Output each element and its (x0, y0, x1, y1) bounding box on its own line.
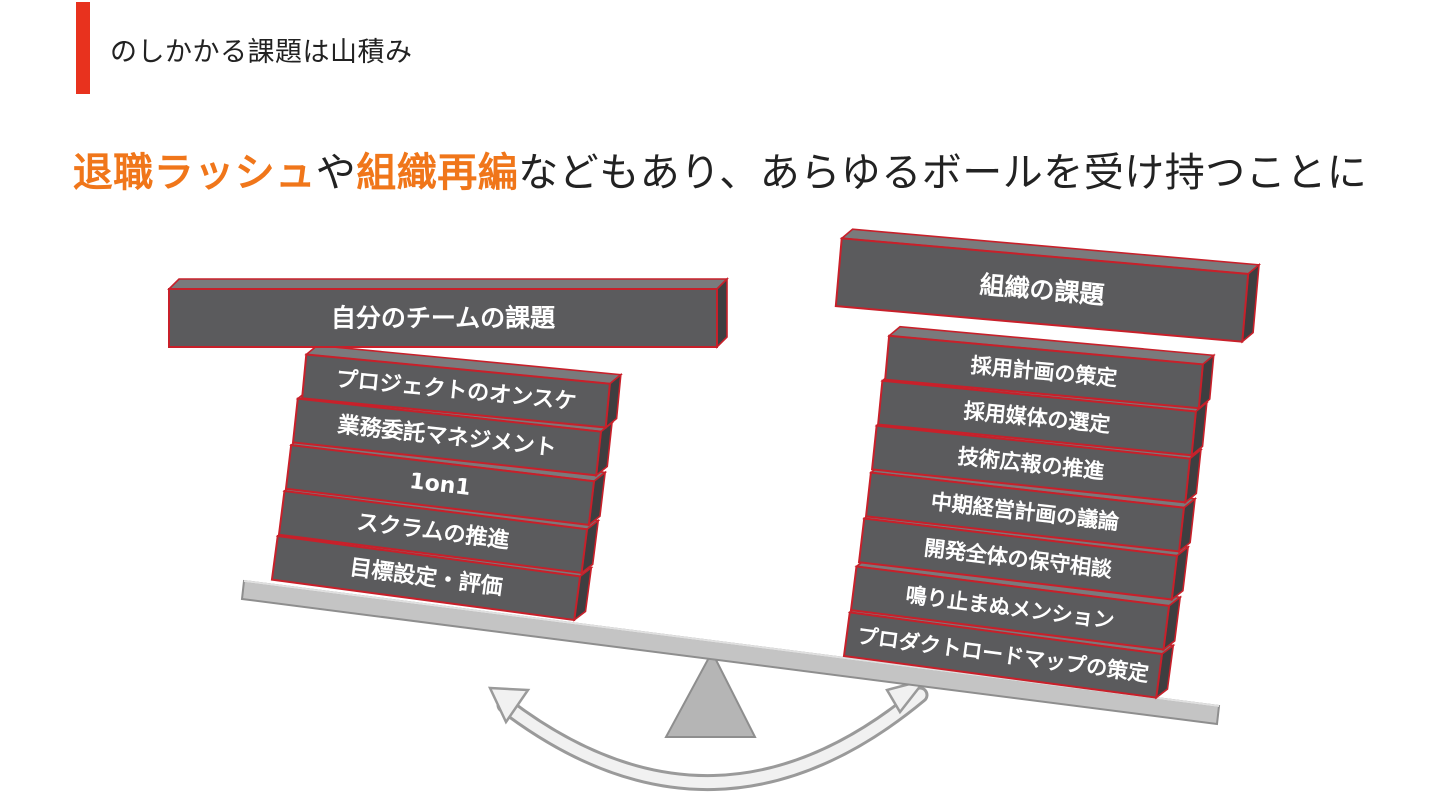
right-stack-lid: 組織の課題 (834, 228, 1262, 344)
headline: 退職ラッシュや組織再編などもあり、あらゆるボールを受け持つことに (0, 140, 1440, 198)
right-stack-block: 中期経営計画の議論 (864, 462, 1198, 554)
headline-highlight-turnover: 退職ラッシュ (72, 150, 316, 196)
page-title: のしかかる課題は山積み (110, 37, 413, 68)
header-accent-bar (76, 2, 90, 94)
fulcrum-triangle (664, 649, 757, 738)
headline-highlight-reorg: 組織再編 (356, 150, 519, 196)
left-stack-lid: 自分のチームの課題 (167, 277, 729, 349)
block-label: 自分のチームの課題 (331, 304, 556, 333)
left-stack-block: プロジェクトのオンスケ (301, 344, 623, 430)
headline-connector: や (315, 150, 357, 196)
headline-rest: などもあり、あらゆるボールを受け持つことに (518, 150, 1368, 196)
right-task-stack: プロダクトロードマップの策定鳴り止まぬメンション開発全体の保守相談中期経営計画の… (834, 228, 1262, 700)
left-task-stack: 目標設定・評価スクラムの推進1on1業務委託マネジメントプロジェクトのオンスケ自… (167, 277, 729, 622)
right-stack-block: 採用計画の策定 (884, 325, 1216, 411)
